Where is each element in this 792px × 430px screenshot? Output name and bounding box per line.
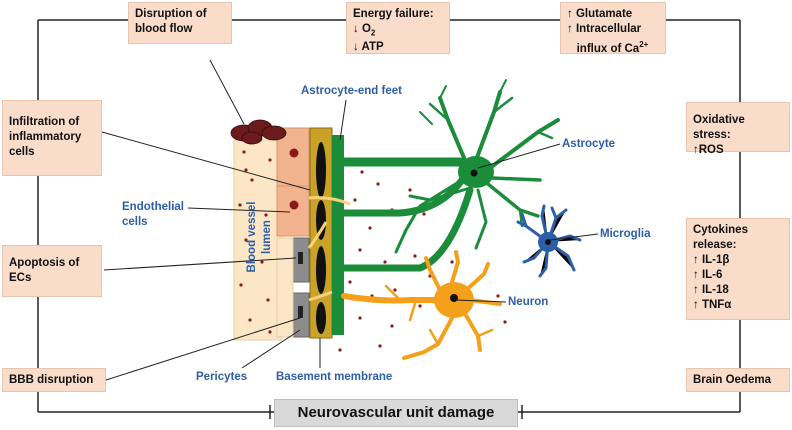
calcium-influx-text: influx of Ca2+ [576,40,649,55]
bbb-disruption-box: BBB disruption [2,368,106,392]
astrocyte-end-feet-label: Astrocyte-end feet [301,85,402,97]
microglia-label: Microglia [600,228,651,240]
astrocyte-nucleus [470,169,478,177]
apoptosis-box: Apoptosis of ECs [2,245,102,297]
endothelial-nucleus-1 [289,148,299,158]
energy-atp: ↓ ATP [353,41,384,54]
oxidative-stress-box: Oxidative stress: ↑ROS [686,102,790,156]
pericyte-nucleus-1 [298,252,303,264]
astrocyte-label: Astrocyte [562,138,616,150]
basement-black-cells [316,142,326,334]
energy-failure-box: Energy failure: ↓ O2 ↓ ATP [346,2,450,54]
glutamate-calcium-box: ↑ Glutamate ↑ Intracellular influx of Ca… [560,2,666,55]
pericytes-label: Pericytes [196,371,248,383]
infiltration-box: Infiltration of inflammatory cells [2,100,102,176]
pericyte-nucleus-2 [298,306,303,318]
energy-failure-title: Energy failure: [353,8,434,20]
brain-oedema-box: Brain Oedema [686,368,790,392]
cytokines-box: Cytokines release: ↑ IL-1β ↑ IL-6 ↑ IL-1… [686,218,790,320]
blood-vessel-lumen-label: Blood vessel lumen [246,201,273,273]
pointer-lines [101,59,599,381]
neuron-label: Neuron [508,296,549,308]
endothelial-nucleus-2 [289,200,299,210]
neuron-cell [341,250,502,360]
intracellular-text: ↑ Intracellular [567,23,642,35]
neurovascular-damage-box: Neurovascular unit damage [274,399,518,427]
neuron-nucleus [450,294,458,302]
blood-vessel-lumen [233,139,283,341]
endothelial-cells-label: Endothelial cells [122,201,184,228]
astrocyte-end-feet-strip [332,135,344,335]
astrocyte-cell [339,79,560,272]
blood-clot [230,119,287,145]
disruption-blood-flow-box: Disruption of blood flow [128,2,232,44]
glutamate-text: ↑ Glutamate [567,8,633,20]
lumen-dots [238,150,272,334]
energy-o2: ↓ O2 [353,23,376,38]
basement-membrane-label: Basement membrane [276,371,393,383]
pericyte-processes [307,196,351,302]
microglia-nucleus [545,239,551,245]
endothelial-cell-2 [276,185,310,237]
frame-lines [37,19,741,419]
